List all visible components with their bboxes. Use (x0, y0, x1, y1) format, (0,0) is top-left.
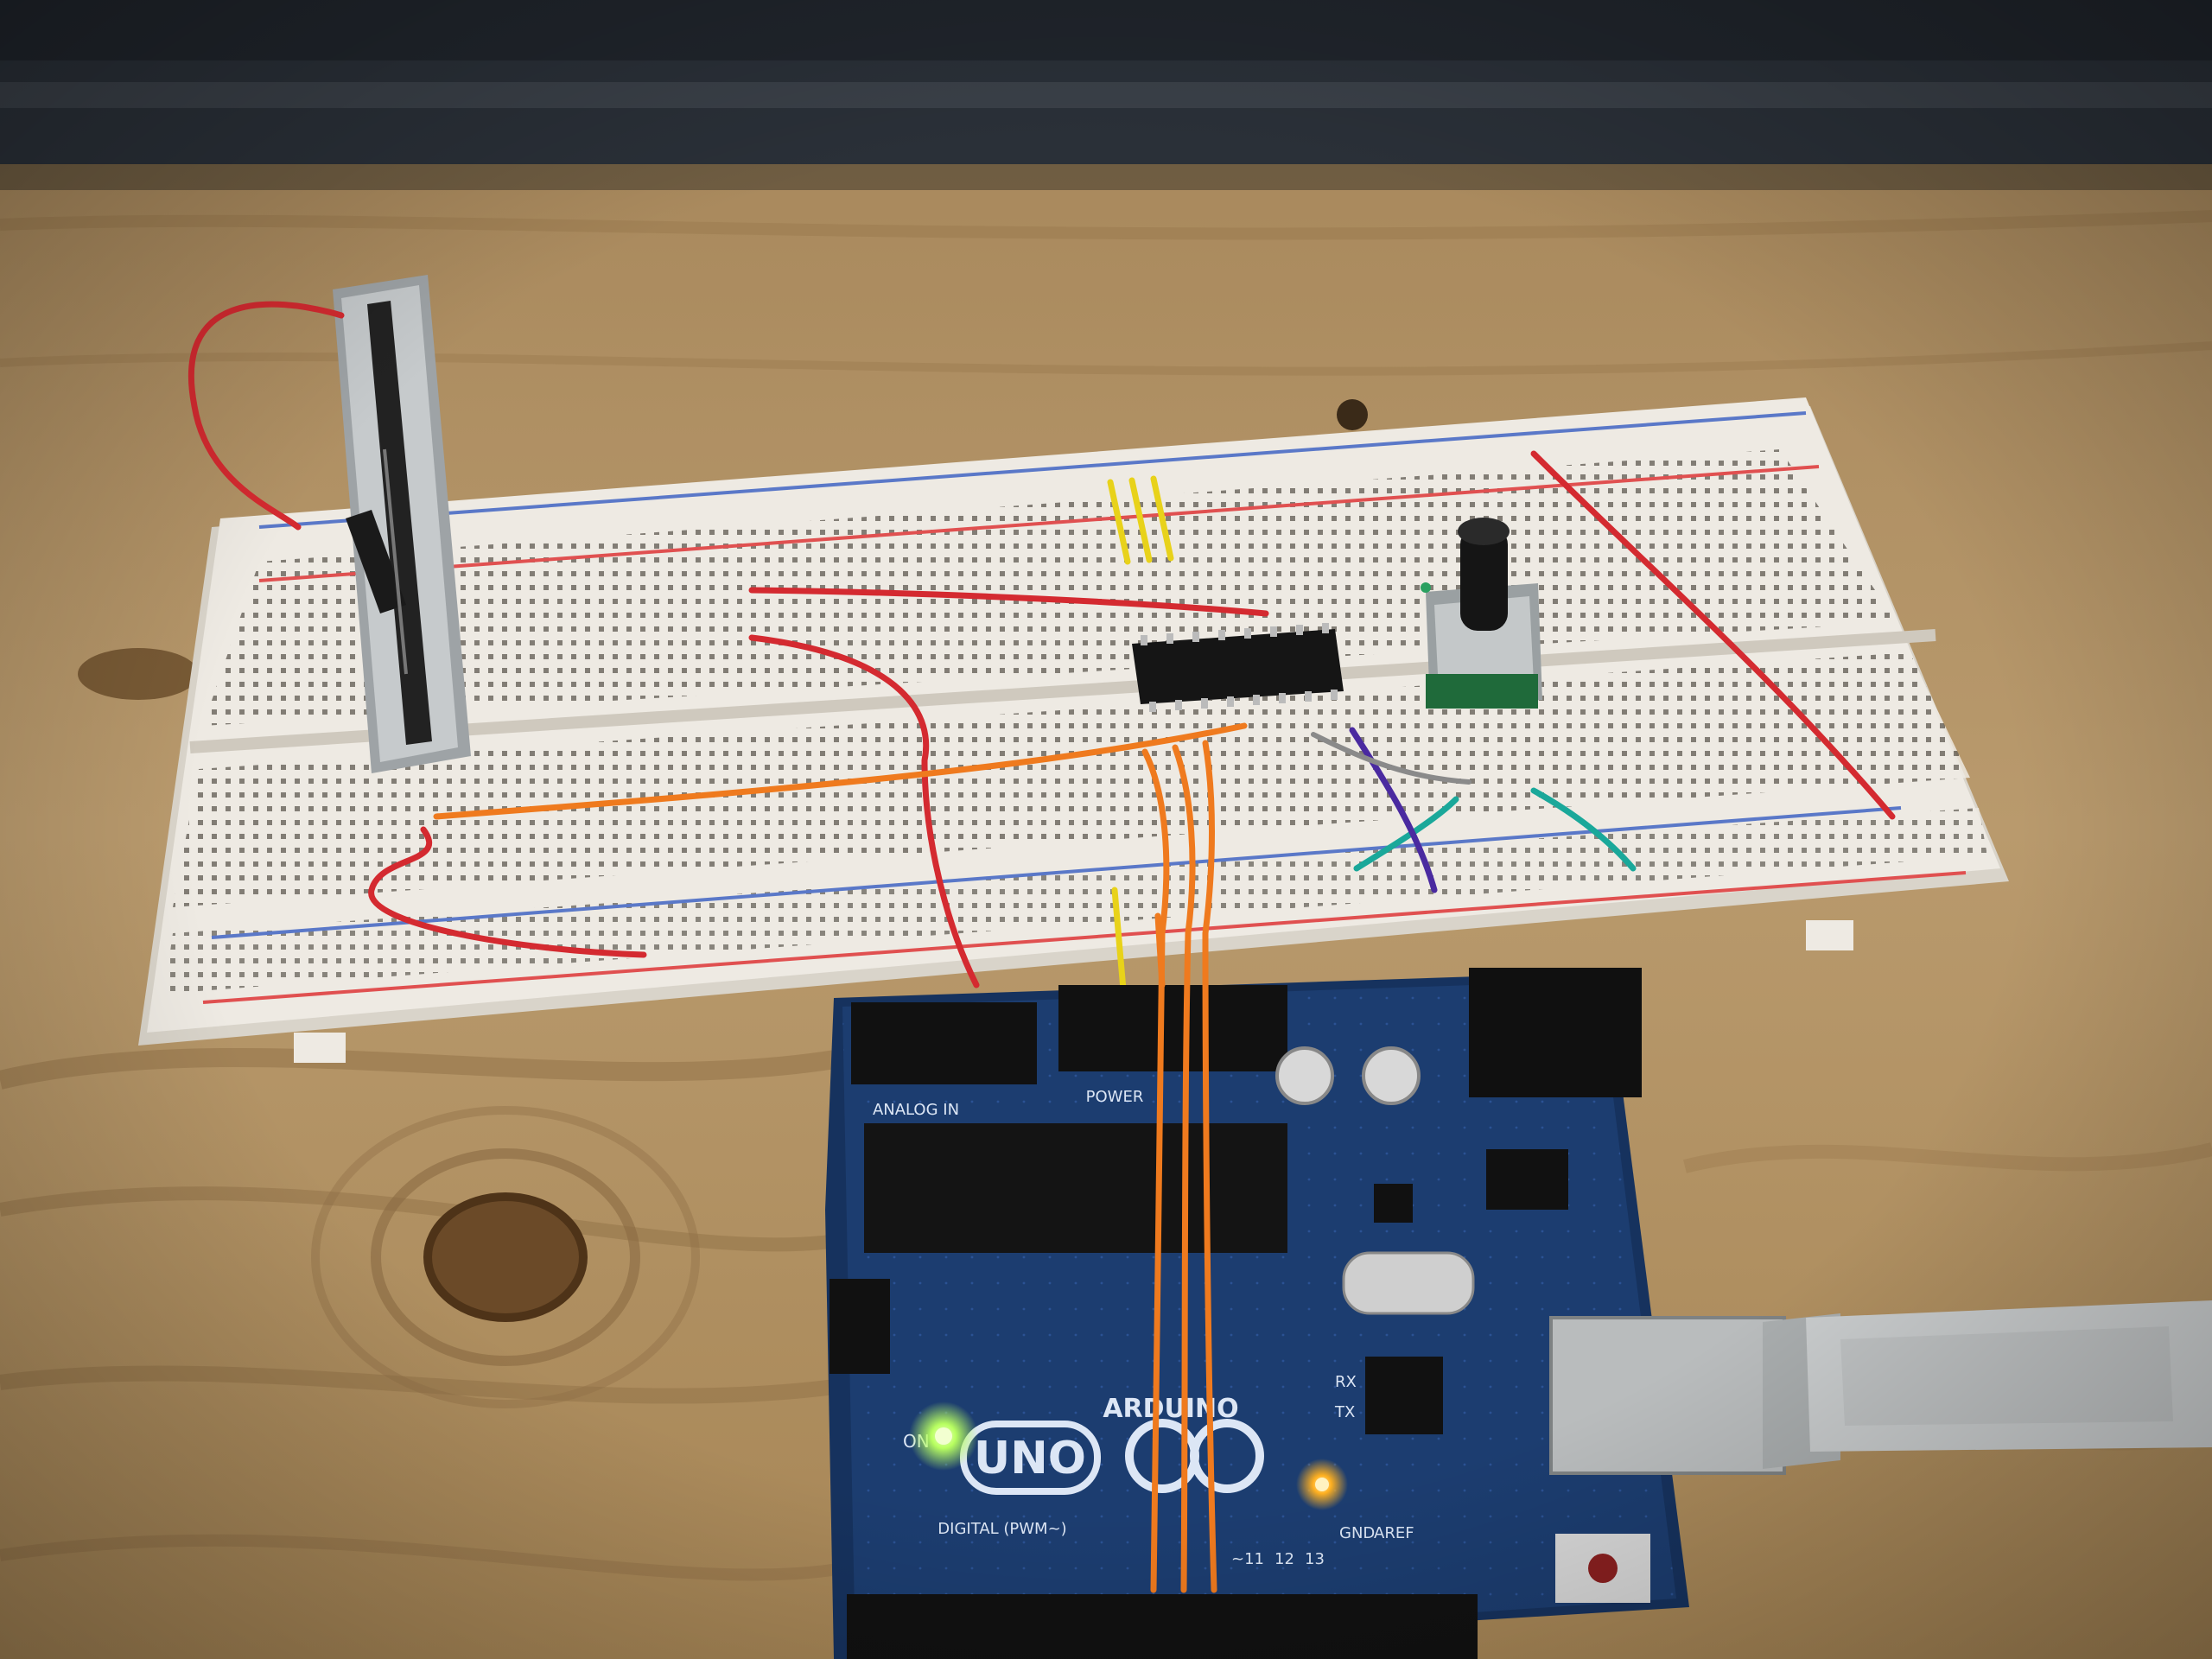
uno-label: UNO (974, 1433, 1086, 1484)
crystal-oscillator (1342, 1251, 1475, 1315)
pin-12-label: 12 (1274, 1550, 1294, 1568)
power-led (935, 1427, 952, 1445)
aref-label: AREF (1374, 1524, 1414, 1542)
tx-label: TX (1334, 1403, 1355, 1421)
laptop-edge (0, 0, 2212, 190)
power-header (1058, 985, 1287, 1071)
wood-knot (423, 1192, 588, 1322)
usb-cable (1763, 1300, 2212, 1469)
analog-in-label: ANALOG IN (873, 1101, 959, 1119)
rx-label: RX (1335, 1373, 1357, 1391)
pin13-led (1315, 1478, 1329, 1491)
pin-11-label: ~11 (1231, 1550, 1264, 1568)
arduino-brand-label: ARDUINO (1103, 1394, 1238, 1424)
dc-power-jack (1469, 968, 1642, 1097)
digital-header (847, 1594, 1478, 1659)
digital-label: DIGITAL (PWM~) (938, 1520, 1066, 1538)
analog-header (851, 1002, 1037, 1084)
usb-port (1549, 1316, 1786, 1475)
gnd-label: GND (1339, 1524, 1375, 1542)
atmega-chip (864, 1123, 1287, 1253)
pin-13-label: 13 (1305, 1550, 1325, 1568)
power-label: POWER (1086, 1088, 1144, 1106)
arduino-uno-board: UNO ARDUINO ANALOG IN POWER DIGITAL (PWM… (825, 968, 1786, 1659)
